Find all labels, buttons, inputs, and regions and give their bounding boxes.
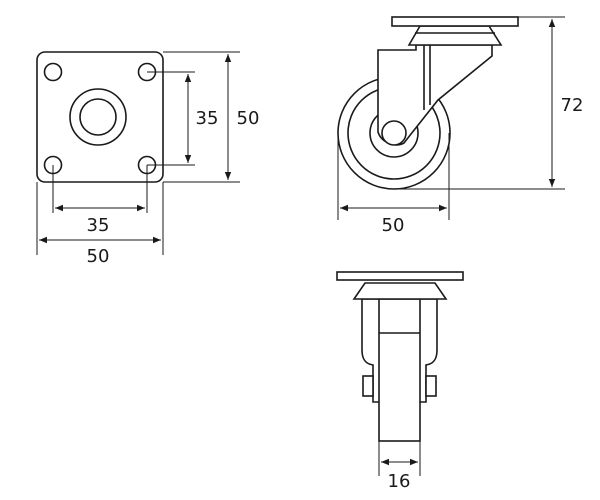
extension-lines xyxy=(36,51,240,255)
side-view: 72 50 xyxy=(337,16,584,236)
swivel-ring-outer xyxy=(69,88,127,146)
fork-leg-right xyxy=(418,298,438,403)
wheel xyxy=(378,298,421,442)
fork-leg-left xyxy=(361,298,381,403)
top-plate xyxy=(336,271,464,281)
dim-label-wheel-diameter: 50 xyxy=(382,215,405,236)
axle-nut-left xyxy=(362,375,374,397)
top-plate xyxy=(391,16,519,27)
axle-nut-right xyxy=(425,375,437,397)
dim-label-plate-height: 50 xyxy=(237,108,260,129)
dim-label-height: 72 xyxy=(561,95,584,116)
mounting-hole xyxy=(43,62,63,82)
dim-label-wheel-width: 16 xyxy=(388,471,411,492)
axle xyxy=(381,120,407,146)
swivel-bearing xyxy=(407,25,503,46)
dim-label-hole-height: 35 xyxy=(196,108,219,129)
extension-lines xyxy=(378,441,421,476)
dim-label-hole-width: 35 xyxy=(87,215,110,236)
front-view: 16 xyxy=(336,271,464,492)
extension-lines xyxy=(337,16,565,220)
swivel-ring-inner xyxy=(79,98,117,136)
swivel-bearing xyxy=(352,282,448,300)
dim-label-plate-width: 50 xyxy=(87,246,110,267)
mounting-plate xyxy=(36,51,164,183)
top-plate-view: 35 50 35 50 xyxy=(36,51,260,267)
